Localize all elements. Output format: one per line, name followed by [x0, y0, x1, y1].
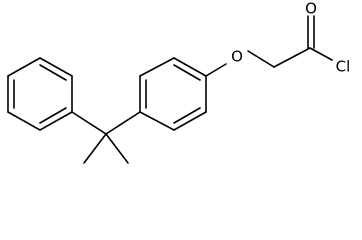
bond — [39, 111, 73, 131]
phenyl-ring — [7, 57, 73, 131]
methyl-bond — [105, 133, 129, 164]
bond — [39, 57, 73, 77]
double-bond-inner — [39, 107, 67, 124]
oxygen-ether-label: O — [231, 48, 243, 66]
methyl-bond — [83, 133, 107, 164]
bond — [173, 57, 207, 77]
chlorine-label: Cl — [336, 58, 351, 76]
bond — [205, 63, 227, 77]
bond — [273, 47, 311, 68]
bond — [105, 111, 141, 135]
bond — [247, 50, 275, 68]
benzene-ring — [139, 57, 207, 131]
bond — [71, 111, 107, 135]
bond — [139, 111, 175, 131]
double-bond-inner — [173, 107, 201, 124]
oxyacetyl-chain — [205, 15, 333, 77]
double-bond-inner — [173, 64, 201, 81]
oxygen-carbonyl-label: O — [305, 0, 317, 18]
bond — [7, 111, 41, 131]
bond — [139, 57, 175, 77]
chemical-structure: O O Cl — [7, 0, 351, 164]
bond — [309, 47, 333, 61]
double-bond-inner — [39, 64, 67, 81]
bond — [7, 57, 41, 77]
isopropylidene — [71, 111, 141, 164]
bond — [173, 111, 207, 131]
